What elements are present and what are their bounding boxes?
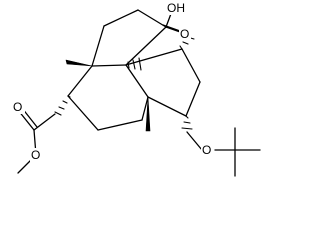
label-mask [201, 143, 213, 157]
bond [141, 96, 149, 121]
bond [185, 81, 201, 117]
bond [181, 48, 201, 83]
label-mask [13, 100, 25, 114]
bond [91, 25, 105, 67]
bond [137, 9, 167, 28]
bond [91, 64, 127, 67]
bond [67, 95, 99, 131]
methyl-wedge-right [145, 96, 151, 132]
core-ring-bonds [67, 26, 201, 131]
tert-butoxy-bonds [186, 127, 261, 177]
bond [162, 24, 181, 32]
methyl-wedge-left [65, 59, 93, 67]
bond [125, 26, 167, 66]
bond [97, 119, 143, 131]
bond [103, 9, 139, 27]
hashed-bond-tbu [181, 115, 193, 130]
tert-butoxy-oxygen-label: O [202, 143, 211, 157]
bond [186, 131, 203, 151]
hashed-bond-center [127, 57, 142, 71]
bond [67, 65, 93, 97]
acid-carbonyl-oxygen-label: O [180, 27, 189, 41]
label-mask [166, 1, 188, 15]
bond [125, 64, 149, 98]
label-mask [30, 148, 42, 162]
top-ring-bonds [91, 9, 167, 67]
bond [147, 96, 187, 117]
hashed-bond-ester [54, 95, 71, 116]
bond [125, 48, 183, 66]
methyl-ester-bonds [17, 107, 56, 174]
ester-carbonyl-oxygen-label: O [13, 100, 22, 114]
hydroxy-label: OH [167, 1, 185, 15]
ester-ether-oxygen-label: O [31, 148, 40, 162]
tetracyclic-molecule-structure: O O O OH O [13, 1, 261, 177]
label-mask [179, 27, 191, 41]
